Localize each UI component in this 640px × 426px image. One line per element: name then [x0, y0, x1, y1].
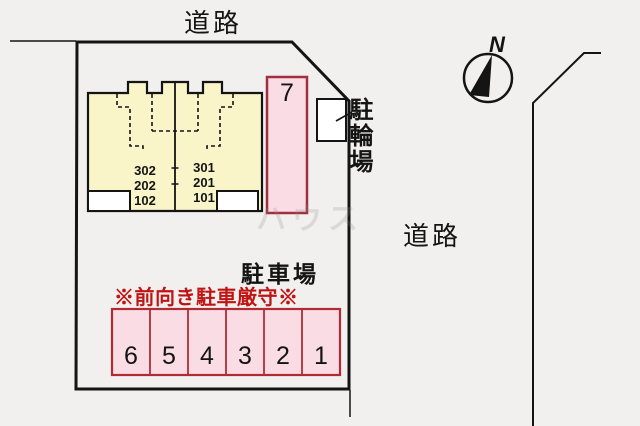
compass-north-letter: N [489, 32, 505, 57]
room-number: 302 [134, 163, 156, 178]
parking-space-7 [265, 75, 309, 215]
compass-north-icon [462, 52, 514, 104]
parking-space-numbers: 6 5 4 3 2 1 [112, 342, 340, 371]
watermark: ハウス [256, 203, 364, 236]
room-number: 101 [193, 190, 215, 205]
property-boundary [74, 40, 351, 391]
parking-space-dividers [149, 310, 303, 374]
building-unit-divider [171, 82, 179, 211]
room-number: 202 [134, 178, 156, 193]
road-edge-line-right [532, 52, 601, 426]
parking-space-number: 4 [200, 342, 214, 370]
parking-space-number: 5 [162, 342, 176, 370]
road-label-right: 道路 [403, 221, 462, 251]
room-number: 102 [134, 193, 156, 208]
room-numbers-left-unit: 302 202 102 [130, 163, 160, 208]
parking-lot-title: 駐車場 [241, 261, 319, 287]
room-numbers-right-unit: 301 201 101 [189, 160, 219, 205]
parking-space-number: 2 [276, 342, 290, 370]
road-label-top: 道路 [184, 8, 243, 38]
building-entrance-left [87, 190, 131, 212]
parking-space-number: 1 [314, 342, 328, 370]
parking-warning-text: ※前向き駐車厳守※ [114, 287, 299, 309]
parking-space-number: 3 [238, 342, 252, 370]
bicycle-parking-label: 駐輪場 [345, 97, 372, 175]
parking-space-7-number: 7 [280, 79, 294, 107]
room-number: 301 [193, 160, 215, 175]
bicycle-parking-pointer-line [335, 111, 353, 122]
bicycle-parking-area [316, 98, 347, 142]
room-number: 201 [193, 175, 215, 190]
building-entrance-right [216, 190, 259, 212]
parking-row [110, 307, 342, 377]
parking-space-number: 6 [124, 342, 138, 370]
